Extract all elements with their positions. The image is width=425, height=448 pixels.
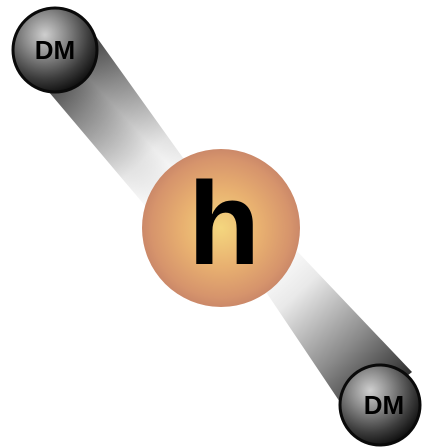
- dm-sphere-top: [11, 6, 99, 94]
- dm-label-bottom: DM: [364, 390, 404, 420]
- dm-particle-bottom: DM: [338, 363, 422, 447]
- higgs-sphere: [142, 149, 300, 307]
- dm-label-top: DM: [35, 35, 75, 65]
- dm-particle-top: DM: [11, 6, 99, 94]
- higgs-label: h: [188, 158, 260, 290]
- higgs-particle: h: [142, 149, 300, 307]
- dm-sphere-bottom: [338, 363, 422, 447]
